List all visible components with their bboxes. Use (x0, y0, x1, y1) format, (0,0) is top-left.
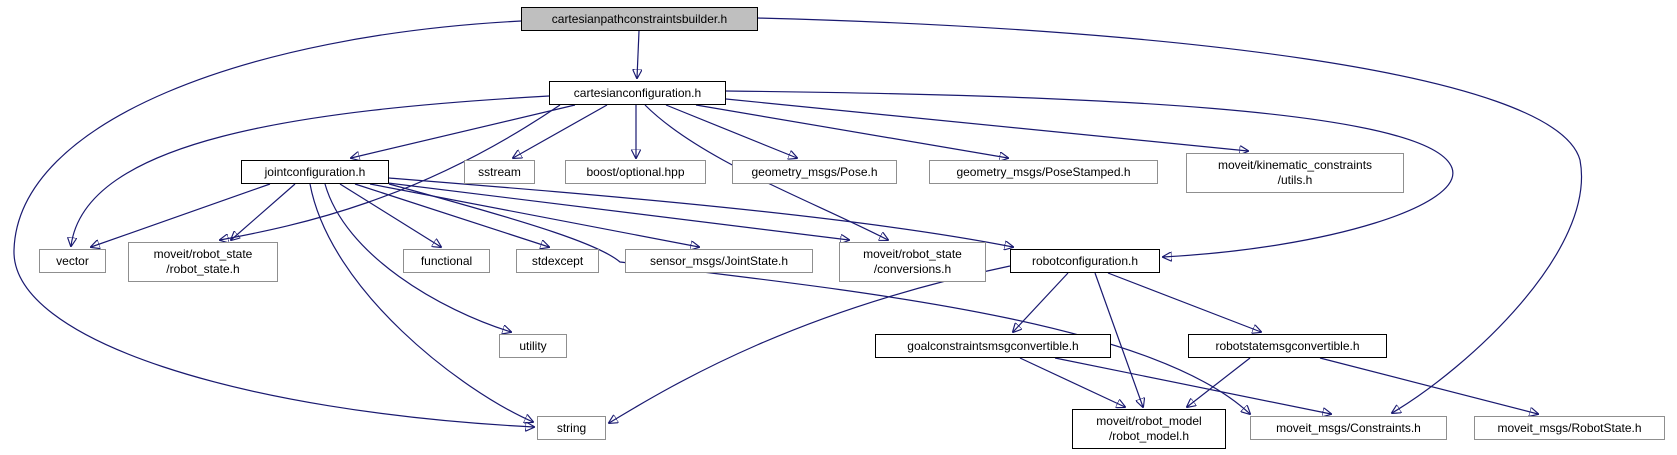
edge-robotconfiguration-to-string (609, 265, 1011, 423)
node-cartesianconfiguration[interactable]: cartesianconfiguration.h (549, 81, 726, 105)
edge-jointconfiguration-to-string (309, 183, 533, 422)
node-robotconfiguration[interactable]: robotconfiguration.h (1010, 249, 1160, 273)
edge-jointconfiguration-to-utility (324, 183, 511, 332)
edge-cartesianconfiguration-to-robotconfiguration (725, 90, 1454, 257)
node-robotstatemsgconvertible[interactable]: robotstatemsgconvertible.h (1188, 334, 1387, 358)
node-kinematic-constraints-utils[interactable]: moveit/kinematic_constraints /utils.h (1186, 153, 1404, 193)
node-goalconstraintsmsgconvertible[interactable]: goalconstraintsmsgconvertible.h (875, 334, 1111, 358)
node-functional[interactable]: functional (403, 249, 490, 273)
edge-jointconfiguration-to-robot-state (231, 183, 296, 240)
node-jointconfiguration[interactable]: jointconfiguration.h (241, 160, 389, 184)
node-stdexcept[interactable]: stdexcept (516, 249, 599, 273)
edge-builder-to-string (13, 20, 534, 427)
edge-jointconfiguration-to-constraints-msg (388, 183, 1250, 414)
node-cartesianpathconstraintsbuilder[interactable]: cartesianpathconstraintsbuilder.h (521, 7, 758, 31)
edge-jointconfiguration-to-robotconfiguration (388, 177, 1013, 247)
node-sstream[interactable]: sstream (464, 160, 535, 184)
edge-cartesianconfiguration-to-posestamped (695, 104, 1008, 158)
node-vector[interactable]: vector (39, 249, 106, 273)
edge-cartesianconfiguration-to-vector (71, 95, 550, 246)
node-moveit-msgs-constraints[interactable]: moveit_msgs/Constraints.h (1250, 416, 1447, 440)
edge-builder-to-cartesianconfiguration (637, 30, 639, 78)
node-robot-state[interactable]: moveit/robot_state /robot_state.h (128, 242, 278, 282)
edge-jointconfiguration-to-jointstate (369, 183, 699, 247)
node-geometry-msgs-posestamped[interactable]: geometry_msgs/PoseStamped.h (929, 160, 1158, 184)
edge-robotconfiguration-to-statemsgconv (1107, 272, 1261, 332)
node-sensor-msgs-jointstate[interactable]: sensor_msgs/JointState.h (625, 249, 813, 273)
node-string[interactable]: string (537, 416, 606, 440)
node-geometry-msgs-pose[interactable]: geometry_msgs/Pose.h (732, 160, 897, 184)
edge-jointconfiguration-to-conversions (379, 181, 849, 240)
edge-goalconstraints-to-robot-model (1019, 357, 1125, 407)
edge-goalconstraints-to-constraints-msg (1054, 357, 1331, 414)
edge-statemsgconv-to-robot-model (1187, 357, 1251, 407)
node-utility[interactable]: utility (499, 334, 567, 358)
node-moveit-msgs-robotstate[interactable]: moveit_msgs/RobotState.h (1474, 416, 1665, 440)
node-robot-model[interactable]: moveit/robot_model /robot_model.h (1072, 409, 1226, 449)
edge-jointconfiguration-to-functional (339, 183, 441, 247)
node-boost-optional[interactable]: boost/optional.hpp (565, 160, 706, 184)
edge-cartesianconfiguration-to-robot-state (220, 104, 561, 240)
edge-robotconfiguration-to-goalconstraints (1013, 272, 1069, 332)
edge-cartesianconfiguration-to-jointconfiguration (351, 104, 576, 158)
edge-statemsgconv-to-robotstate-msg (1319, 357, 1538, 414)
edge-jointconfiguration-to-stdexcept (354, 183, 549, 247)
edge-cartesianconfiguration-to-pose (665, 104, 797, 158)
edge-jointconfiguration-to-vector (91, 183, 271, 247)
edge-builder-to-constraints-msg (757, 17, 1583, 413)
edge-robotconfiguration-to-robot-model (1094, 272, 1143, 407)
node-robot-state-conversions[interactable]: moveit/robot_state /conversions.h (839, 242, 986, 282)
edge-cartesianconfiguration-to-kinematic-utils (725, 98, 1248, 151)
edge-cartesianconfiguration-to-sstream (513, 104, 608, 158)
